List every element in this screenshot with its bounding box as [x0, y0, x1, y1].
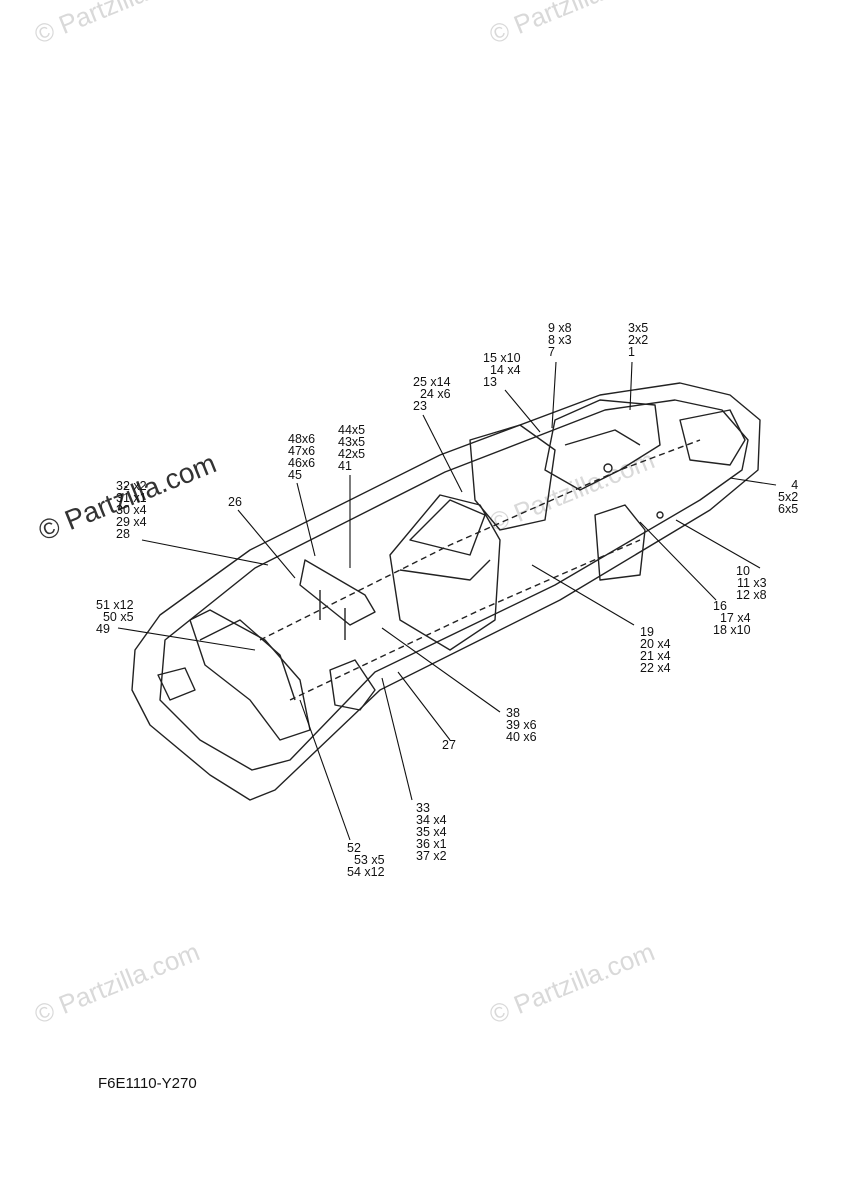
stern-seat: [189, 609, 311, 741]
diagram-code: F6E1110-Y270: [98, 1075, 197, 1092]
console: [389, 494, 501, 651]
callout-27: 27: [442, 738, 456, 752]
bow-lounge: [544, 399, 661, 491]
hull-outline: [131, 382, 761, 801]
lean-bar: [299, 559, 376, 626]
callout-26: 26: [228, 495, 242, 509]
